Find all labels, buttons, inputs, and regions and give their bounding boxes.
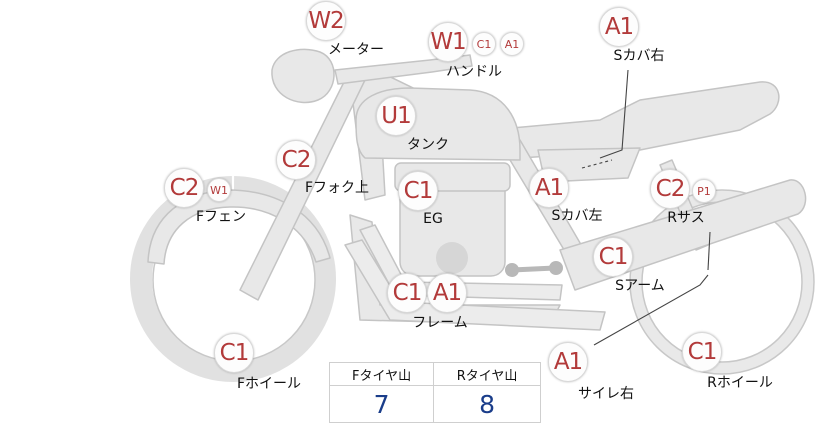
silencer-right-code-badge: A1: [548, 342, 588, 382]
f-wheel-label: Fホイール: [236, 376, 302, 392]
tank-code-badge: U1: [376, 96, 416, 136]
engine-label: EG: [423, 211, 443, 227]
handle-code-badge: W1: [428, 22, 468, 62]
front-tread-value: 7: [328, 385, 435, 423]
r-sus-label: Rサス: [667, 210, 705, 226]
s-cover-right-label: Sカバ右: [613, 48, 665, 64]
f-fork-code-badge: C2: [276, 140, 316, 180]
handle-code-badge-2: C1: [472, 32, 496, 56]
meter-code-badge: W2: [306, 1, 346, 41]
f-fender-code-badge-2: W1: [207, 178, 231, 202]
s-cover-left-code-badge: A1: [529, 168, 569, 208]
frame-label: フレーム: [412, 315, 468, 331]
frame-code-badge: C1: [387, 273, 427, 313]
f-wheel-code-badge: C1: [214, 333, 254, 373]
r-sus-code-badge: C2: [650, 169, 690, 209]
rear-tread-header: Rタイヤ山: [433, 362, 541, 386]
s-cover-left-label: Sカバ左: [551, 208, 603, 224]
engine-code-badge: C1: [398, 171, 438, 211]
frame-code-badge-2: A1: [427, 273, 467, 313]
tire-tread-value-row: 7 8: [328, 385, 541, 423]
r-sus-code-badge-2: P1: [692, 179, 716, 203]
meter-shape: [271, 48, 335, 104]
s-arm-label: Sアーム: [615, 278, 665, 294]
f-fender-code-badge: C2: [164, 168, 204, 208]
tank-label: タンク: [407, 137, 449, 153]
meter-label: メーター: [328, 42, 384, 58]
s-cover-right-code-badge: A1: [599, 7, 639, 47]
r-wheel-label: Rホイール: [707, 375, 773, 391]
front-tread-header: Fタイヤ山: [328, 362, 435, 386]
handlebar-shape: [334, 54, 473, 85]
tire-tread-header-row: Fタイヤ山 Rタイヤ山: [328, 362, 541, 386]
r-wheel-code-badge: C1: [682, 332, 722, 372]
leader-line-r-sus: [707, 231, 711, 271]
f-fender-label: Fフェン: [195, 209, 247, 225]
leader-line-s-cover-right: [599, 69, 629, 159]
leader-line-silencer: [593, 274, 709, 346]
tire-tread-table: Fタイヤ山 Rタイヤ山 7 8: [328, 362, 541, 423]
handle-code-badge-3: A1: [500, 32, 524, 56]
s-arm-code-badge: C1: [593, 237, 633, 277]
rear-tread-value: 8: [433, 385, 541, 423]
seat-shape: [511, 81, 780, 159]
handle-label: ハンドル: [446, 64, 502, 80]
f-fork-label: Fフォク上: [304, 180, 370, 196]
silencer-right-label: サイレ右: [578, 386, 634, 402]
